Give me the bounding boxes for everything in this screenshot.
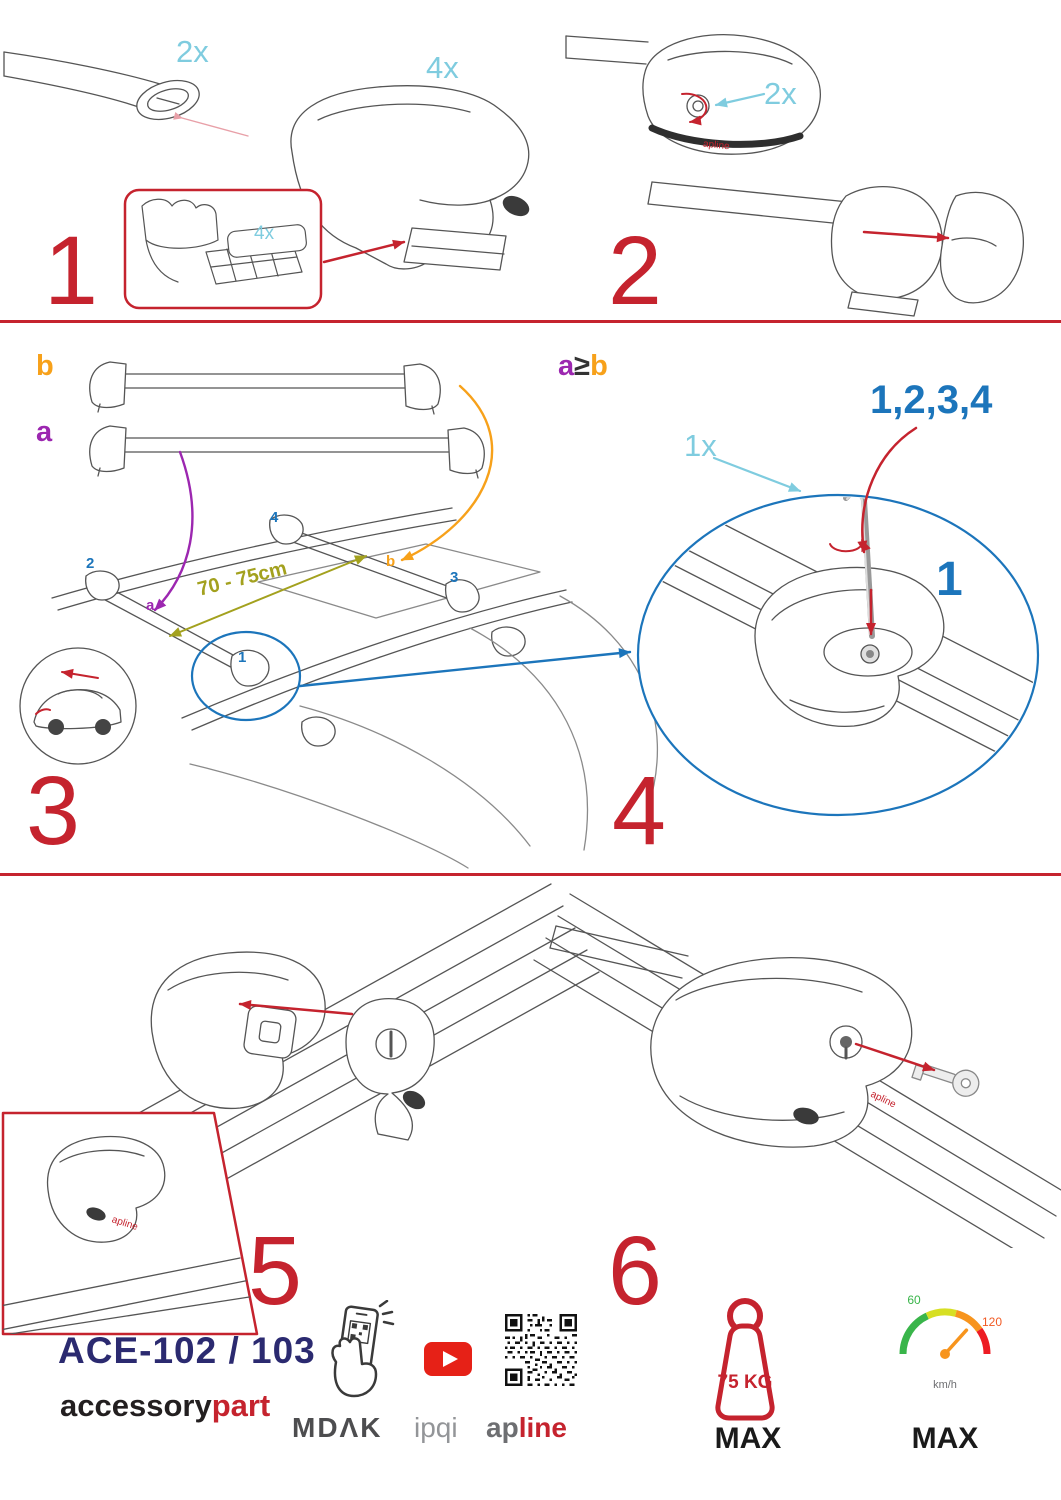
apline-logo: apline [486,1414,567,1442]
formula-a: a [558,350,575,382]
ipqi-logo: ipqi [414,1412,458,1443]
section-divider-bottom [0,873,1061,876]
pad-quantity-label: 4x [254,223,275,244]
roof-bar-b-label: b [386,553,396,570]
brand-part: part [211,1388,271,1423]
bar-b-label: b [36,350,54,382]
foot-key-illustration: apline [533,893,1061,1248]
crossbar-illustration [3,51,249,137]
brand-accessory: accessory [60,1388,212,1423]
brand-logo: accessorypart [60,1390,270,1421]
step-6-number: 6 [608,1216,662,1325]
step-5-number: 5 [248,1216,302,1325]
roof-bar-a-label: a [146,597,155,614]
foot-with-bolt-illustration: apline [565,33,821,155]
step-4-number: 4 [612,756,666,865]
apline-ap: ap [486,1412,519,1443]
bar-a-label: a [36,416,53,448]
max-weight-value: 75 KG [718,1372,773,1393]
speed-high-label: 120 [982,1315,1002,1329]
section-divider-top [0,320,1061,323]
speedometer-icon: 60 120 km/h [888,1288,1003,1405]
roof-position-4: 4 [270,509,279,526]
key-quantity-label: 1x [684,428,717,463]
phone-qr-icon [312,1299,400,1407]
apline-line: line [518,1412,567,1443]
roof-position-3: 3 [450,569,459,586]
youtube-icon [424,1342,472,1381]
foot-logo-text: apline [702,139,730,153]
rubber-pad-inset-illustration [123,188,406,310]
step-2-number: 2 [608,216,662,325]
key-icon [911,1064,980,1097]
model-number: ACE-102 / 103 [58,1330,316,1371]
tightening-order-label: 1,2,3,4 [870,378,993,422]
bar-foot-assembly-illustration [647,181,1024,317]
max-weight-label: MAX [714,1422,782,1455]
foot-illustration-step1 [290,85,530,271]
foot-logo-text: apline [869,1089,898,1111]
max-speed-label: MAX [911,1422,979,1455]
bar-quantity-label: 2x [176,34,209,69]
formula-label: a≥b [558,352,608,381]
foot-quantity-label: 4x [426,50,459,85]
formula-b: b [590,350,608,382]
foot-closeup-illustration [636,426,1040,817]
speed-unit-label: km/h [933,1379,957,1391]
lock-mechanism-illustration [3,883,600,1248]
mdak-logo: MDΛK [292,1412,383,1443]
crossbar-b-illustration [89,361,441,415]
position-one-label: 1 [936,553,963,606]
max-weight-icon: 75 KG [700,1292,795,1427]
step-3-number: 3 [26,756,80,865]
crossbar-a-illustration [89,425,485,479]
car-roof-illustration [19,384,659,869]
bolt-quantity-label: 2x [764,76,797,111]
roof-position-2: 2 [86,555,95,572]
inset-foot-illustration: apline [1,1111,259,1336]
roof-position-1: 1 [238,649,247,666]
formula-ge: ≥ [574,350,591,382]
speed-low-label: 60 [907,1293,921,1307]
qr-code [505,1314,577,1391]
step-1-number: 1 [44,216,98,325]
